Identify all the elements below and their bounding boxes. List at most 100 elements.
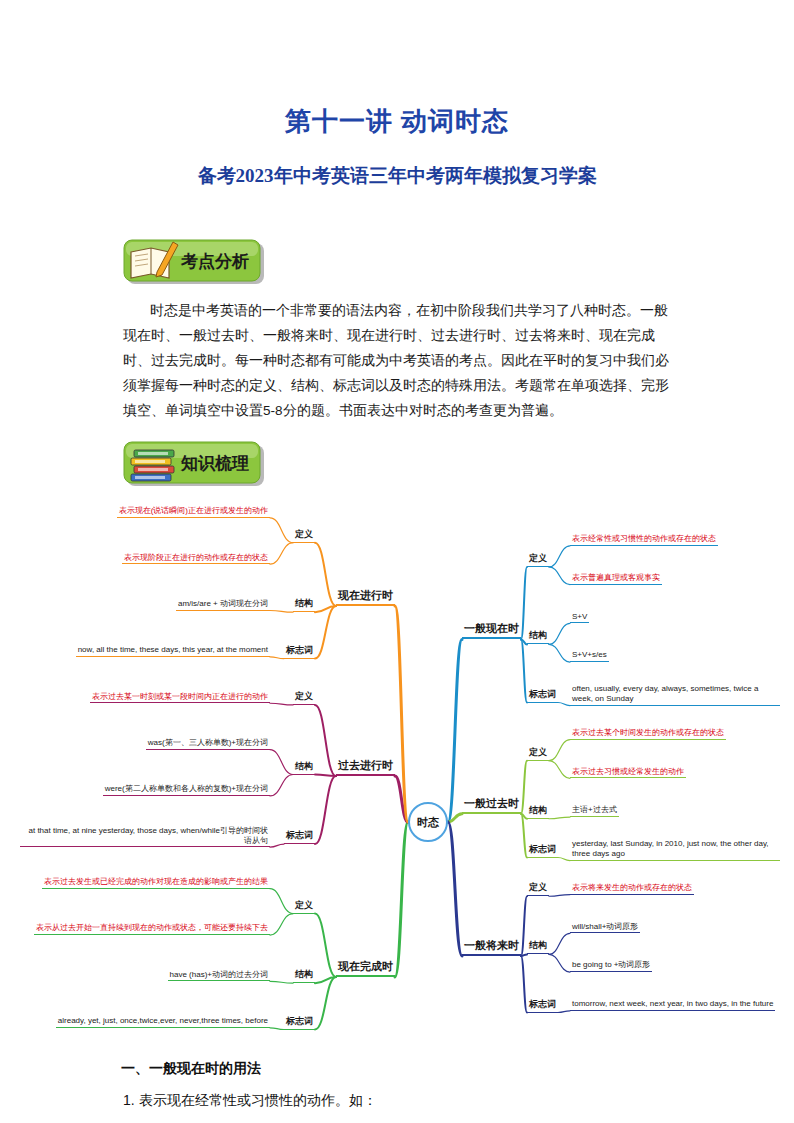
tense-topic: 过去进行时 — [336, 758, 395, 776]
tense-topic: 一般将来时 — [462, 938, 521, 956]
detail-topic: at that time, at nine yesterday, those d… — [20, 826, 270, 847]
category-topic: 结构 — [527, 804, 549, 819]
category-topic: 标志词 — [284, 829, 315, 844]
book-pages — [135, 476, 165, 479]
topic-text: 标志词 — [527, 998, 558, 1012]
topic-text: were(第二人称单数和各人称的复数)+现在分词 — [103, 784, 270, 795]
topic-text: 表示过去习惯或经常发生的动作 — [570, 767, 686, 778]
category-topic: 标志词 — [527, 688, 558, 703]
topic-text: 定义 — [293, 528, 315, 542]
tense-topic: 一般过去时 — [462, 796, 521, 814]
branch-line — [270, 914, 293, 935]
topic-text: S+V+s/es — [570, 650, 609, 661]
book-icon — [131, 458, 171, 465]
topic-text: 表示普遍真理或客观事实 — [570, 573, 662, 584]
detail-topic: S+V+s/es — [570, 650, 609, 662]
branch-line — [549, 954, 570, 972]
branch-line — [549, 567, 570, 585]
detail-topic: 主语+过去式 — [570, 805, 619, 817]
detail-topic: yesterday, last Sunday, in 2010, just no… — [570, 839, 780, 860]
tense-topic: 现在进行时 — [336, 588, 395, 606]
topic-text: now, all the time, these days, this year… — [76, 645, 270, 656]
branch-line — [315, 543, 336, 606]
branch-line — [448, 814, 462, 822]
section-heading: 一、一般现在时的用法 — [121, 1060, 261, 1078]
detail-topic: 表示经常性或习惯性的动作或存在的状态 — [570, 534, 718, 546]
detail-topic: S+V — [570, 612, 589, 624]
badge-text: 知识梳理 — [123, 440, 265, 487]
detail-topic: will/shall+动词原形 — [570, 922, 640, 934]
page-title: 第十一讲 动词时态 — [0, 104, 794, 139]
branch-line — [549, 740, 570, 761]
detail-topic: 表示过去习惯或经常发生的动作 — [570, 767, 686, 779]
branch-line — [315, 977, 336, 1030]
topic-text: 表示将来发生的动作或存在的状态 — [570, 883, 694, 894]
detail-topic: tomorrow, next week, next year, in two d… — [570, 999, 775, 1011]
topic-text: 结构 — [293, 760, 315, 774]
branch-line — [549, 895, 570, 897]
branch-line — [558, 703, 570, 706]
badge-icon — [131, 242, 178, 278]
category-topic: 定义 — [293, 899, 315, 914]
topic-text: 标志词 — [527, 688, 558, 702]
branch-line — [315, 776, 336, 844]
book-line — [135, 264, 148, 266]
book-icon — [134, 450, 174, 457]
branch-line — [549, 933, 570, 954]
topic-text: am/is/are + 动词现在分词 — [176, 599, 270, 610]
topic-text: often, usually, every day, always, somet… — [570, 684, 780, 704]
branch-line — [558, 858, 570, 861]
branch-line — [549, 761, 570, 779]
topic-text: already, yet, just, once,twice,ever, nev… — [56, 1016, 270, 1027]
book-icon — [131, 474, 171, 481]
branch-line — [270, 611, 293, 613]
branch-line — [549, 817, 570, 819]
topic-text: 结构 — [293, 968, 315, 982]
badge-text: 考点分析 — [123, 238, 265, 285]
topic-text: 定义 — [293, 899, 315, 913]
topic-text: was(第一、三人称单数)+现在分词 — [146, 738, 270, 749]
category-topic: 结构 — [293, 968, 315, 983]
branch-line — [270, 775, 293, 796]
topic-text: 一般现在时 — [462, 621, 521, 637]
branch-line — [558, 1011, 570, 1013]
branch-line — [270, 981, 293, 983]
topic-text: 结构 — [527, 939, 549, 953]
topic-text: 定义 — [527, 552, 549, 566]
topic-text: 过去进行时 — [336, 758, 395, 774]
detail-topic: were(第二人称单数和各人称的复数)+现在分词 — [103, 784, 270, 796]
category-topic: 定义 — [527, 746, 549, 761]
detail-topic: 表示将来发生的动作或存在的状态 — [570, 883, 694, 895]
category-topic: 定义 — [293, 528, 315, 543]
branch-line — [270, 543, 293, 564]
topic-text: 结构 — [293, 597, 315, 611]
book-pages — [135, 460, 165, 463]
detail-topic: be going to +动词原形 — [570, 960, 652, 972]
section-badge: 考点分析 — [123, 238, 265, 285]
topic-text: 主语+过去式 — [570, 805, 619, 816]
book-pages — [138, 452, 168, 455]
detail-topic: 表示从过去开始一直持续到现在的动作或状态，可能还要持续下去 — [34, 923, 270, 935]
topic-text: at that time, at nine yesterday, those d… — [20, 826, 270, 846]
topic-text: 标志词 — [284, 644, 315, 658]
detail-topic: 表示现在(说话瞬间)正在进行或发生的动作 — [117, 506, 270, 518]
paragraph: 时态是中考英语的一个非常要的语法内容，在初中阶段我们共学习了八种时态。一般现在时… — [123, 298, 676, 423]
category-topic: 结构 — [293, 597, 315, 612]
topic-text: 时态 — [417, 815, 439, 830]
center-circle: 时态 — [408, 802, 448, 842]
branch-line — [315, 606, 336, 659]
tense-topic: 一般现在时 — [462, 621, 521, 639]
topic-text: tomorrow, next week, next year, in two d… — [570, 999, 775, 1010]
book-line — [135, 259, 148, 261]
detail-topic: often, usually, every day, always, somet… — [570, 684, 780, 705]
topic-text: 表示从过去开始一直持续到现在的动作或状态，可能还要持续下去 — [34, 923, 270, 934]
detail-topic: 表示过去某个时间发生的动作或存在的状态 — [570, 728, 726, 740]
book-pages — [138, 468, 168, 471]
topic-text: 定义 — [293, 690, 315, 704]
topic-text: 结构 — [527, 629, 549, 643]
section-badge: 知识梳理 — [123, 440, 265, 487]
detail-topic: now, all the time, these days, this year… — [76, 645, 270, 657]
detail-topic: have (has)+动词的过去分词 — [168, 970, 270, 982]
topic-text: have (has)+动词的过去分词 — [168, 970, 270, 981]
branch-line — [549, 623, 570, 644]
